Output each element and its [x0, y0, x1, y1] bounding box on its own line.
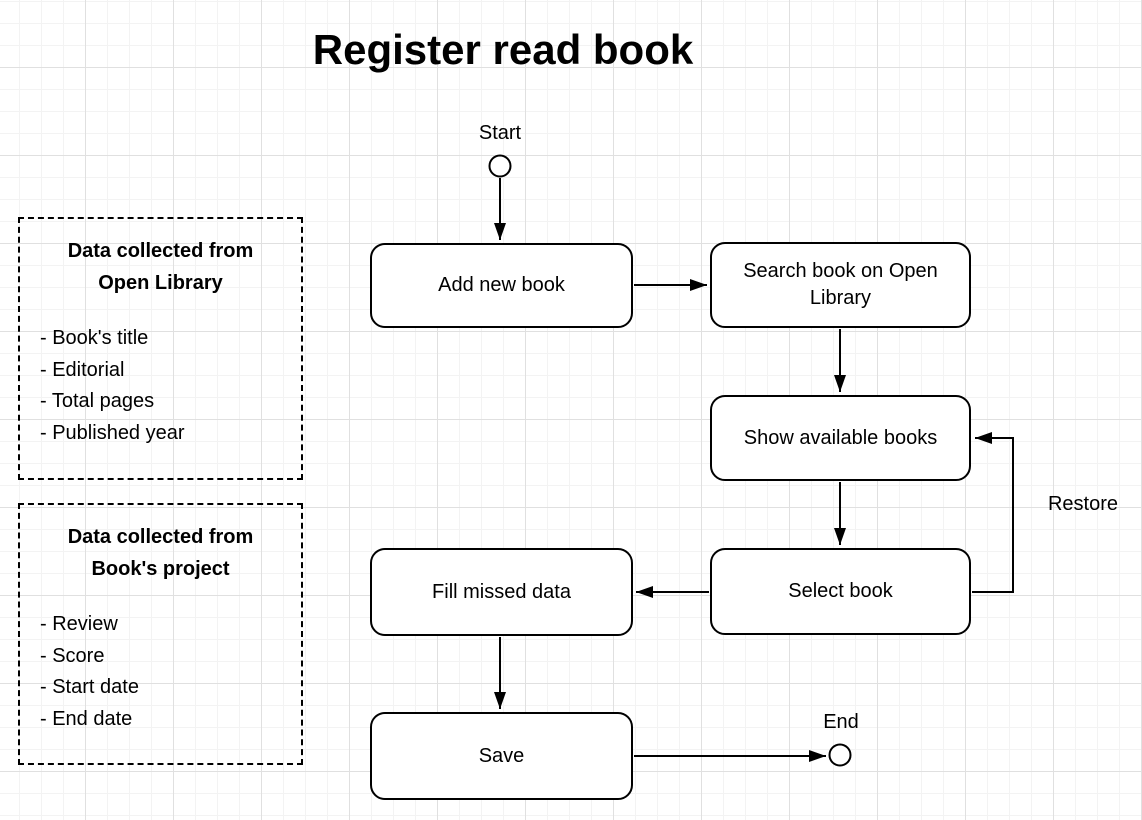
flow-node-select-book: Select book [710, 548, 971, 635]
flow-node-fill-missed-data: Fill missed data [370, 548, 633, 636]
note-list: - Book's title - Editorial - Total pages… [20, 323, 301, 449]
note-item: - Published year [40, 421, 185, 444]
note-heading: Data collected from Open Library [67, 240, 254, 294]
note-item: - Book's title [40, 327, 149, 349]
flow-node-save: Save [370, 712, 633, 800]
note-item: - Score [40, 644, 105, 667]
note-item: - Start date [40, 676, 139, 698]
note-item: - Editorial [40, 358, 125, 381]
end-label: End [823, 711, 859, 733]
flow-node-search-book-on-open-library: Search book on Open Library [710, 242, 971, 328]
flow-node-add-new-book: Add new book [370, 243, 633, 328]
start-label: Start [478, 122, 522, 144]
note-list: - Review - Score - Start date - End date [20, 609, 301, 735]
flow-node-show-available-books: Show available books [710, 395, 971, 481]
restore-edge-label: Restore [1047, 493, 1119, 515]
note-open-library: Data collected from Open Library - Book'… [18, 217, 303, 480]
note-item: - Review [40, 613, 118, 635]
note-books-project: Data collected from Book's project - Rev… [18, 503, 303, 765]
note-item: - Total pages [40, 390, 155, 412]
node-label: Add new book [438, 274, 565, 296]
diagram-title: Register read book [312, 26, 694, 73]
start-circle [488, 154, 512, 178]
edge-restore-loop [972, 432, 1014, 593]
note-heading: Data collected from Book's project [67, 526, 254, 580]
node-label: Fill missed data [432, 580, 571, 603]
node-label: Show available books [743, 426, 938, 449]
note-item: - End date [40, 707, 133, 730]
node-label: Save [478, 744, 525, 767]
end-circle [828, 743, 852, 767]
node-label: Search book on Open Library [743, 260, 938, 309]
node-label: Select book [788, 580, 893, 602]
